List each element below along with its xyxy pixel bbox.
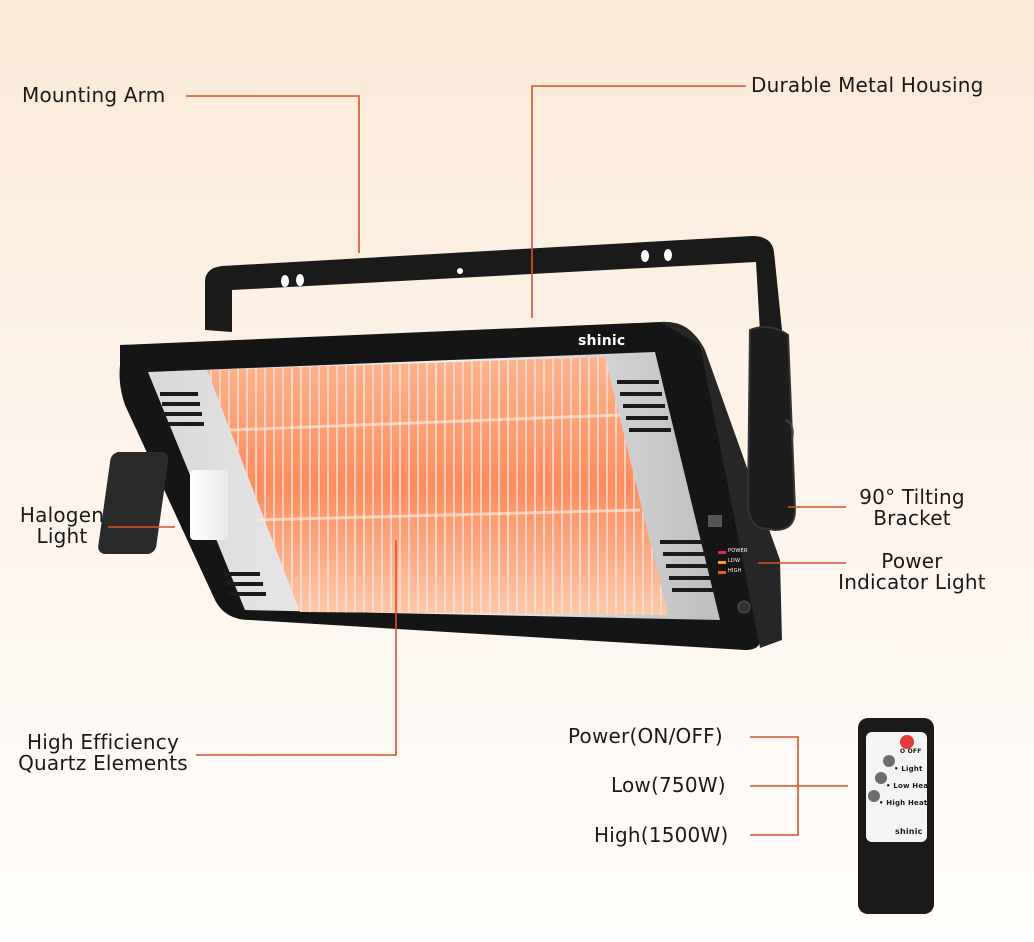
- remote-power-button[interactable]: [900, 735, 914, 749]
- callout-halogen-light: Halogen Light: [18, 505, 106, 547]
- remote-high-label: • High Heat: [879, 799, 928, 807]
- mounting-arm: [205, 236, 782, 332]
- callout-halogen-line-2: Light: [36, 524, 88, 548]
- indicator-power-label: POWER: [728, 548, 748, 554]
- remote-low-label: • Low Heat: [886, 782, 932, 790]
- remote-high-button[interactable]: [868, 790, 880, 802]
- callout-halogen-line-1: Halogen: [19, 503, 105, 527]
- callout-high-1500: High(1500W): [594, 823, 729, 847]
- halogen-lamp: [190, 470, 228, 540]
- tilting-bracket: [746, 325, 797, 532]
- remote-light-label: • Light: [894, 765, 923, 773]
- remote-control: [858, 718, 934, 914]
- callout-quartz-line-2: Quartz Elements: [18, 751, 188, 775]
- callout-tilting-line-1: 90° Tilting: [859, 485, 965, 509]
- remote-off-label: O OFF: [900, 748, 922, 755]
- callout-mounting-arm: Mounting Arm: [22, 83, 166, 107]
- callout-quartz-line-1: High Efficiency: [27, 730, 179, 754]
- callout-power-line-1: Power: [881, 549, 943, 573]
- callout-quartz-elements: High Efficiency Quartz Elements: [14, 732, 192, 774]
- power-indicator-light: [718, 551, 726, 554]
- heater-brand: shinic: [578, 333, 626, 349]
- callout-tilting-line-2: Bracket: [873, 506, 951, 530]
- callout-tilting-bracket: 90° Tilting Bracket: [852, 487, 972, 529]
- indicator-low-label: LOW: [728, 558, 741, 564]
- callout-power-indicator: Power Indicator Light: [836, 551, 988, 593]
- callout-low-750: Low(750W): [611, 773, 726, 797]
- callout-power-on-off: Power(ON/OFF): [568, 724, 723, 748]
- remote-low-button[interactable]: [875, 772, 887, 784]
- remote-light-button[interactable]: [883, 755, 895, 767]
- callout-durable-housing: Durable Metal Housing: [751, 73, 984, 97]
- remote-brand: shinic: [895, 827, 923, 836]
- callout-power-line-2: Indicator Light: [838, 570, 986, 594]
- heater-body: [98, 321, 782, 650]
- indicator-high-label: HIGH: [728, 568, 742, 574]
- callout-lines: [108, 85, 848, 836]
